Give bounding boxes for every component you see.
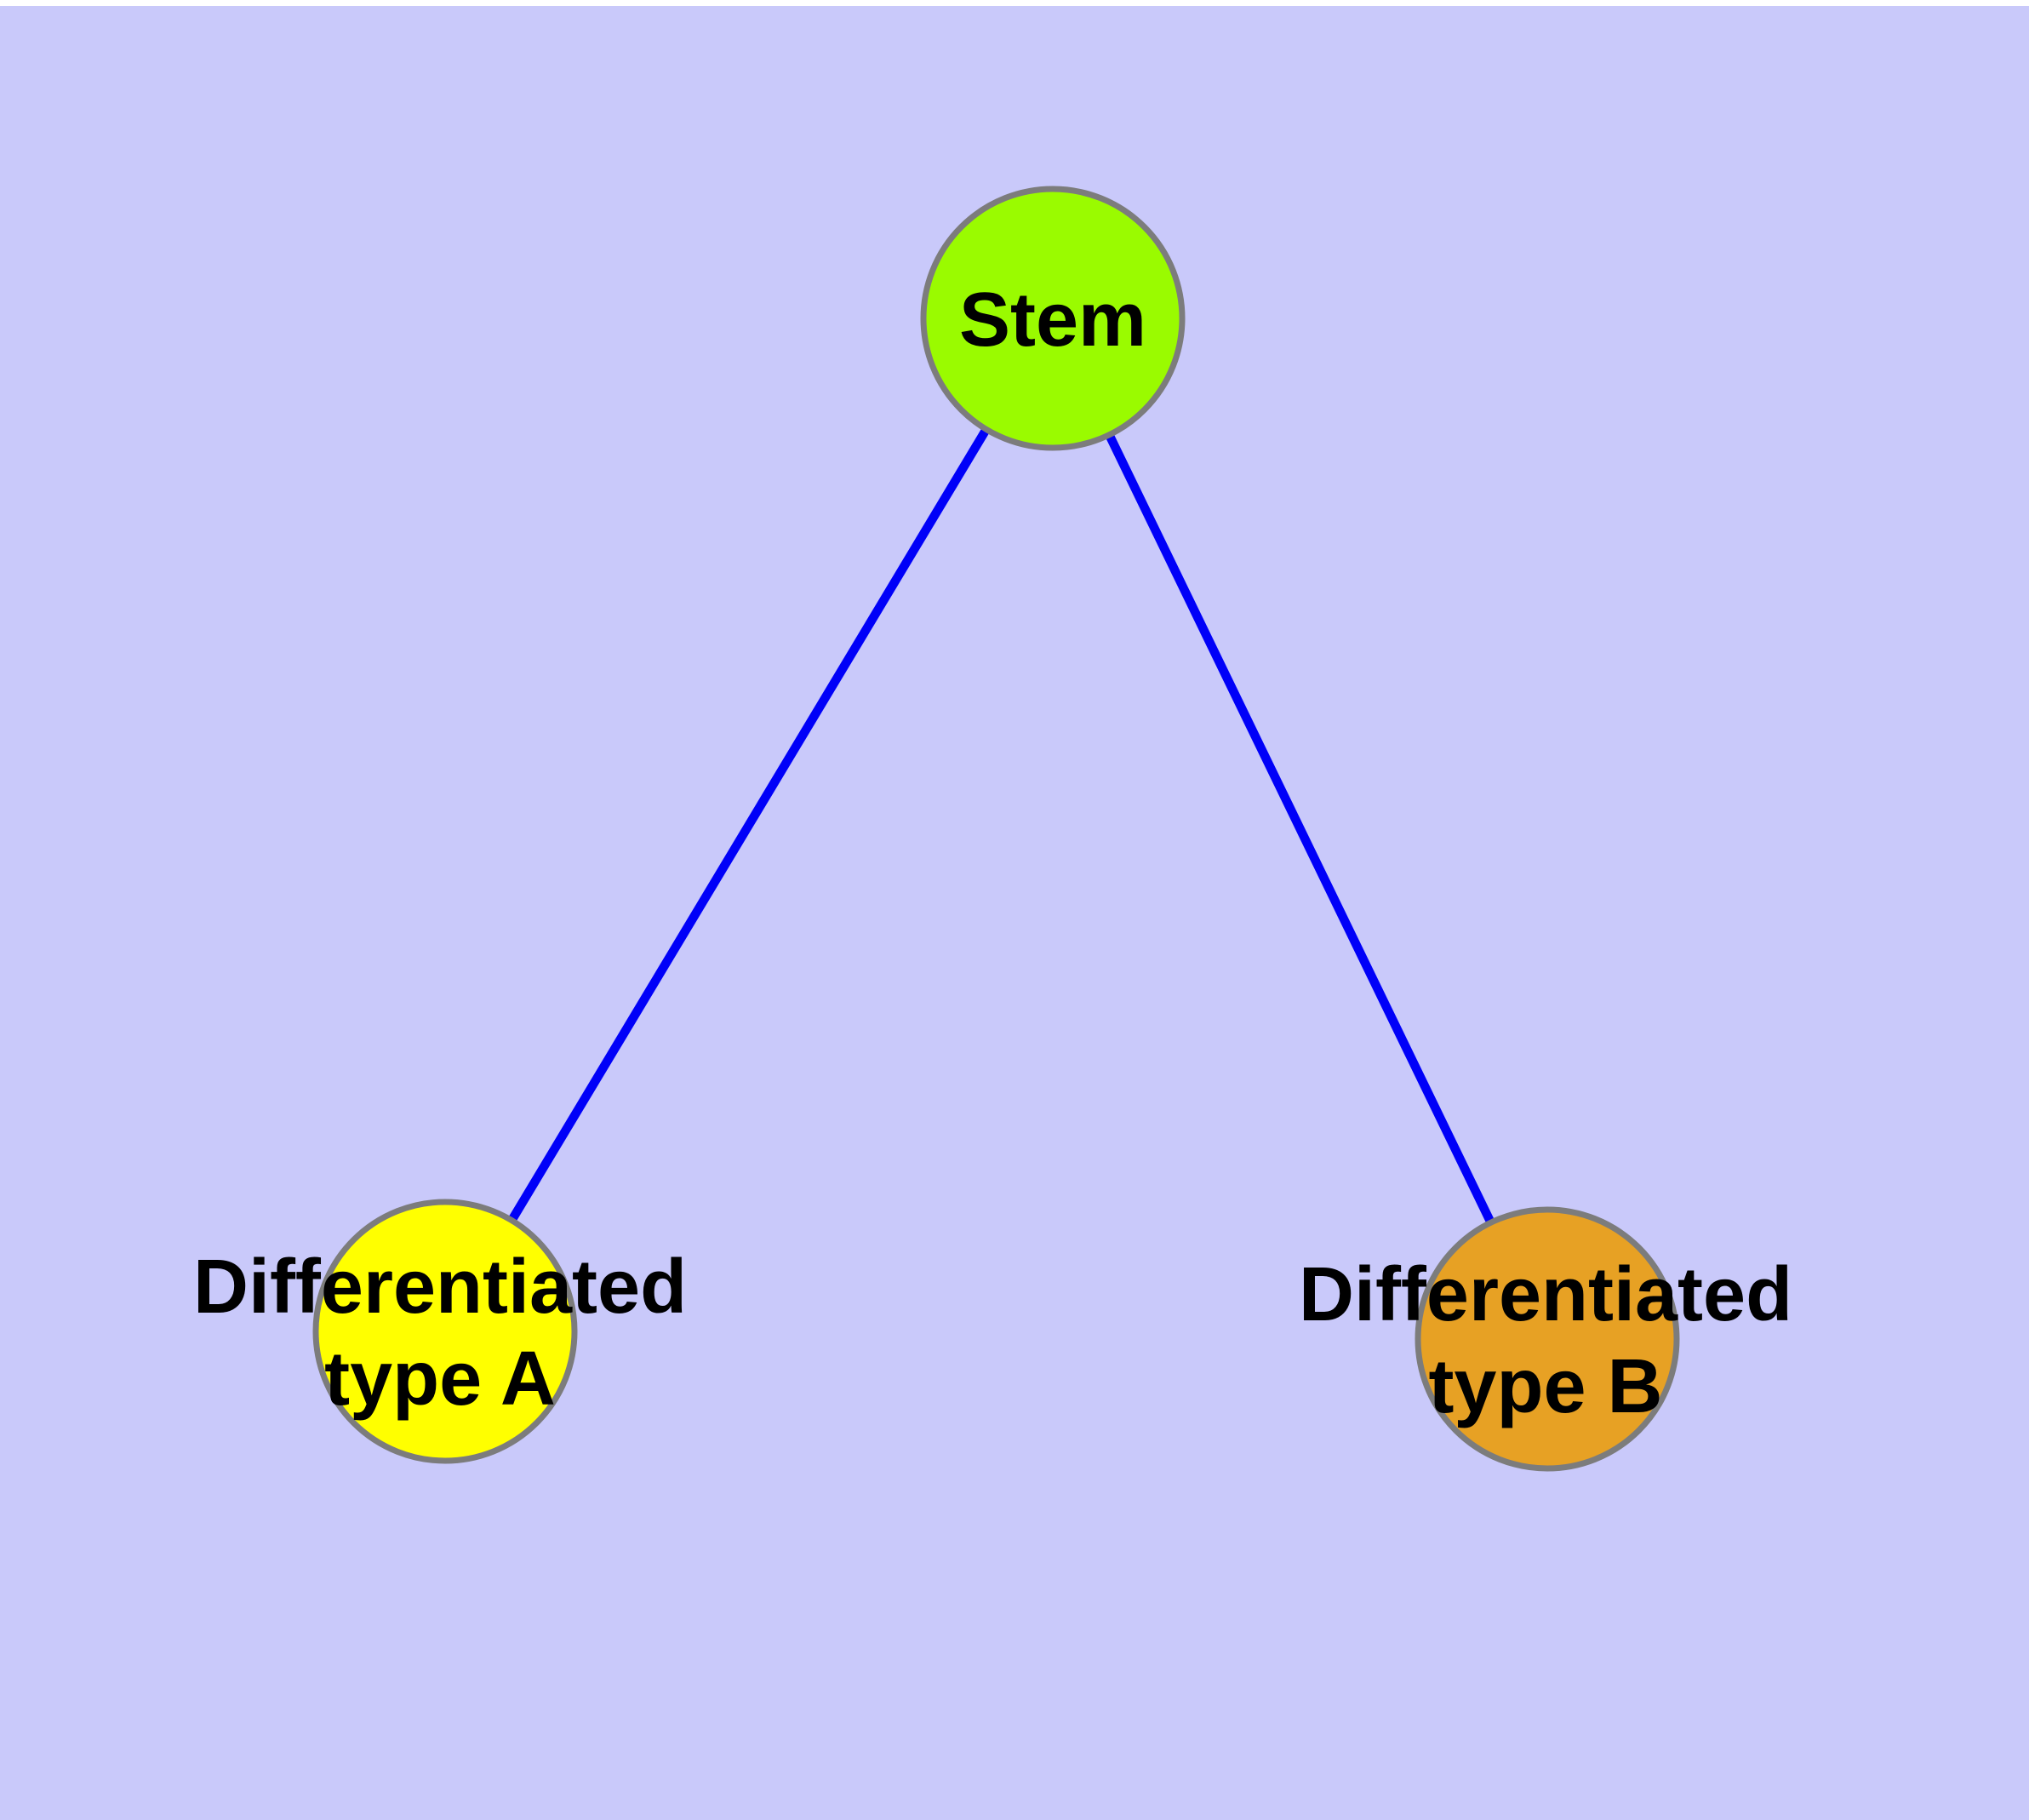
- edge-stem-to-type-a: [441, 316, 1057, 1334]
- edge-stem-to-type-b: [1049, 316, 1552, 1342]
- node-type-a-label: Differentiated type A: [192, 1245, 688, 1422]
- node-type-b-label: Differentiated type B: [1298, 1252, 1793, 1429]
- node-type-b-circle: [1415, 1206, 1680, 1472]
- node-stem-circle: [920, 186, 1186, 451]
- node-type-a-circle: [312, 1199, 578, 1464]
- node-stem-label: Stem: [958, 278, 1147, 363]
